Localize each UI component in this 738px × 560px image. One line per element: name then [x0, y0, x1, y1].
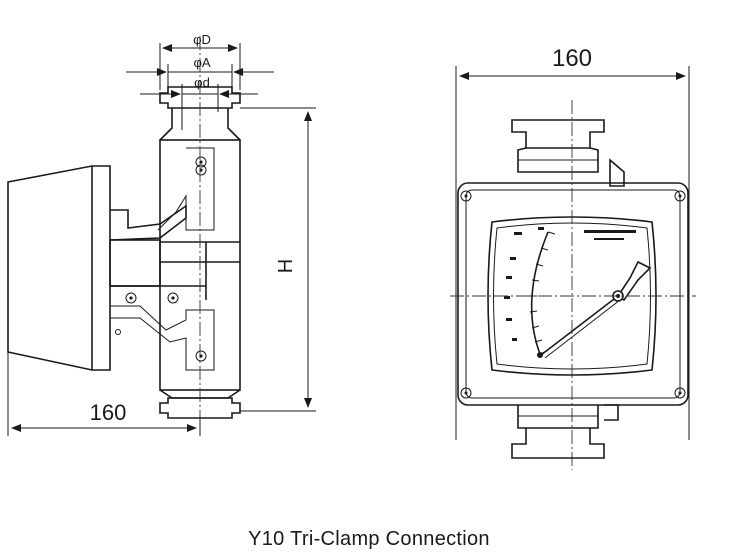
figure-caption: Y10 Tri-Clamp Connection [248, 528, 490, 550]
lower-pivot-icon [195, 350, 207, 362]
dim-inner-diameter: φd [194, 75, 210, 90]
corner-screw-tl [460, 190, 472, 202]
corner-screw-bl [460, 387, 472, 399]
dial-scale-arc [530, 231, 549, 355]
indicator-body [457, 182, 689, 406]
dial-label-marks [584, 230, 636, 240]
front-view: 160 [450, 45, 696, 470]
dial-pointer [537, 260, 652, 359]
indicator-housing [7, 165, 111, 371]
pivot-left-icon [125, 292, 137, 304]
dial-scale-numbers [504, 227, 544, 341]
connecting-arm [109, 204, 187, 241]
dial-scale-ticks [529, 231, 556, 355]
pivot-right-icon [167, 292, 179, 304]
corner-screw-tr [674, 190, 686, 202]
side-view: φD φA φd H 160 [7, 32, 316, 436]
dim-height: H [275, 259, 297, 273]
dim-width-front: 160 [552, 45, 592, 72]
dim-outer-diameter: φD [193, 32, 211, 47]
dim-middle-diameter: φA [193, 55, 210, 70]
front-top-flange [511, 119, 625, 187]
upper-pivot-icon [195, 156, 207, 168]
front-bottom-flange [511, 404, 619, 459]
dial-window [487, 216, 657, 376]
corner-screw-br [674, 387, 686, 399]
dim-width-side: 160 [90, 400, 127, 425]
top-flange [159, 86, 241, 141]
housing-screw [115, 329, 121, 335]
